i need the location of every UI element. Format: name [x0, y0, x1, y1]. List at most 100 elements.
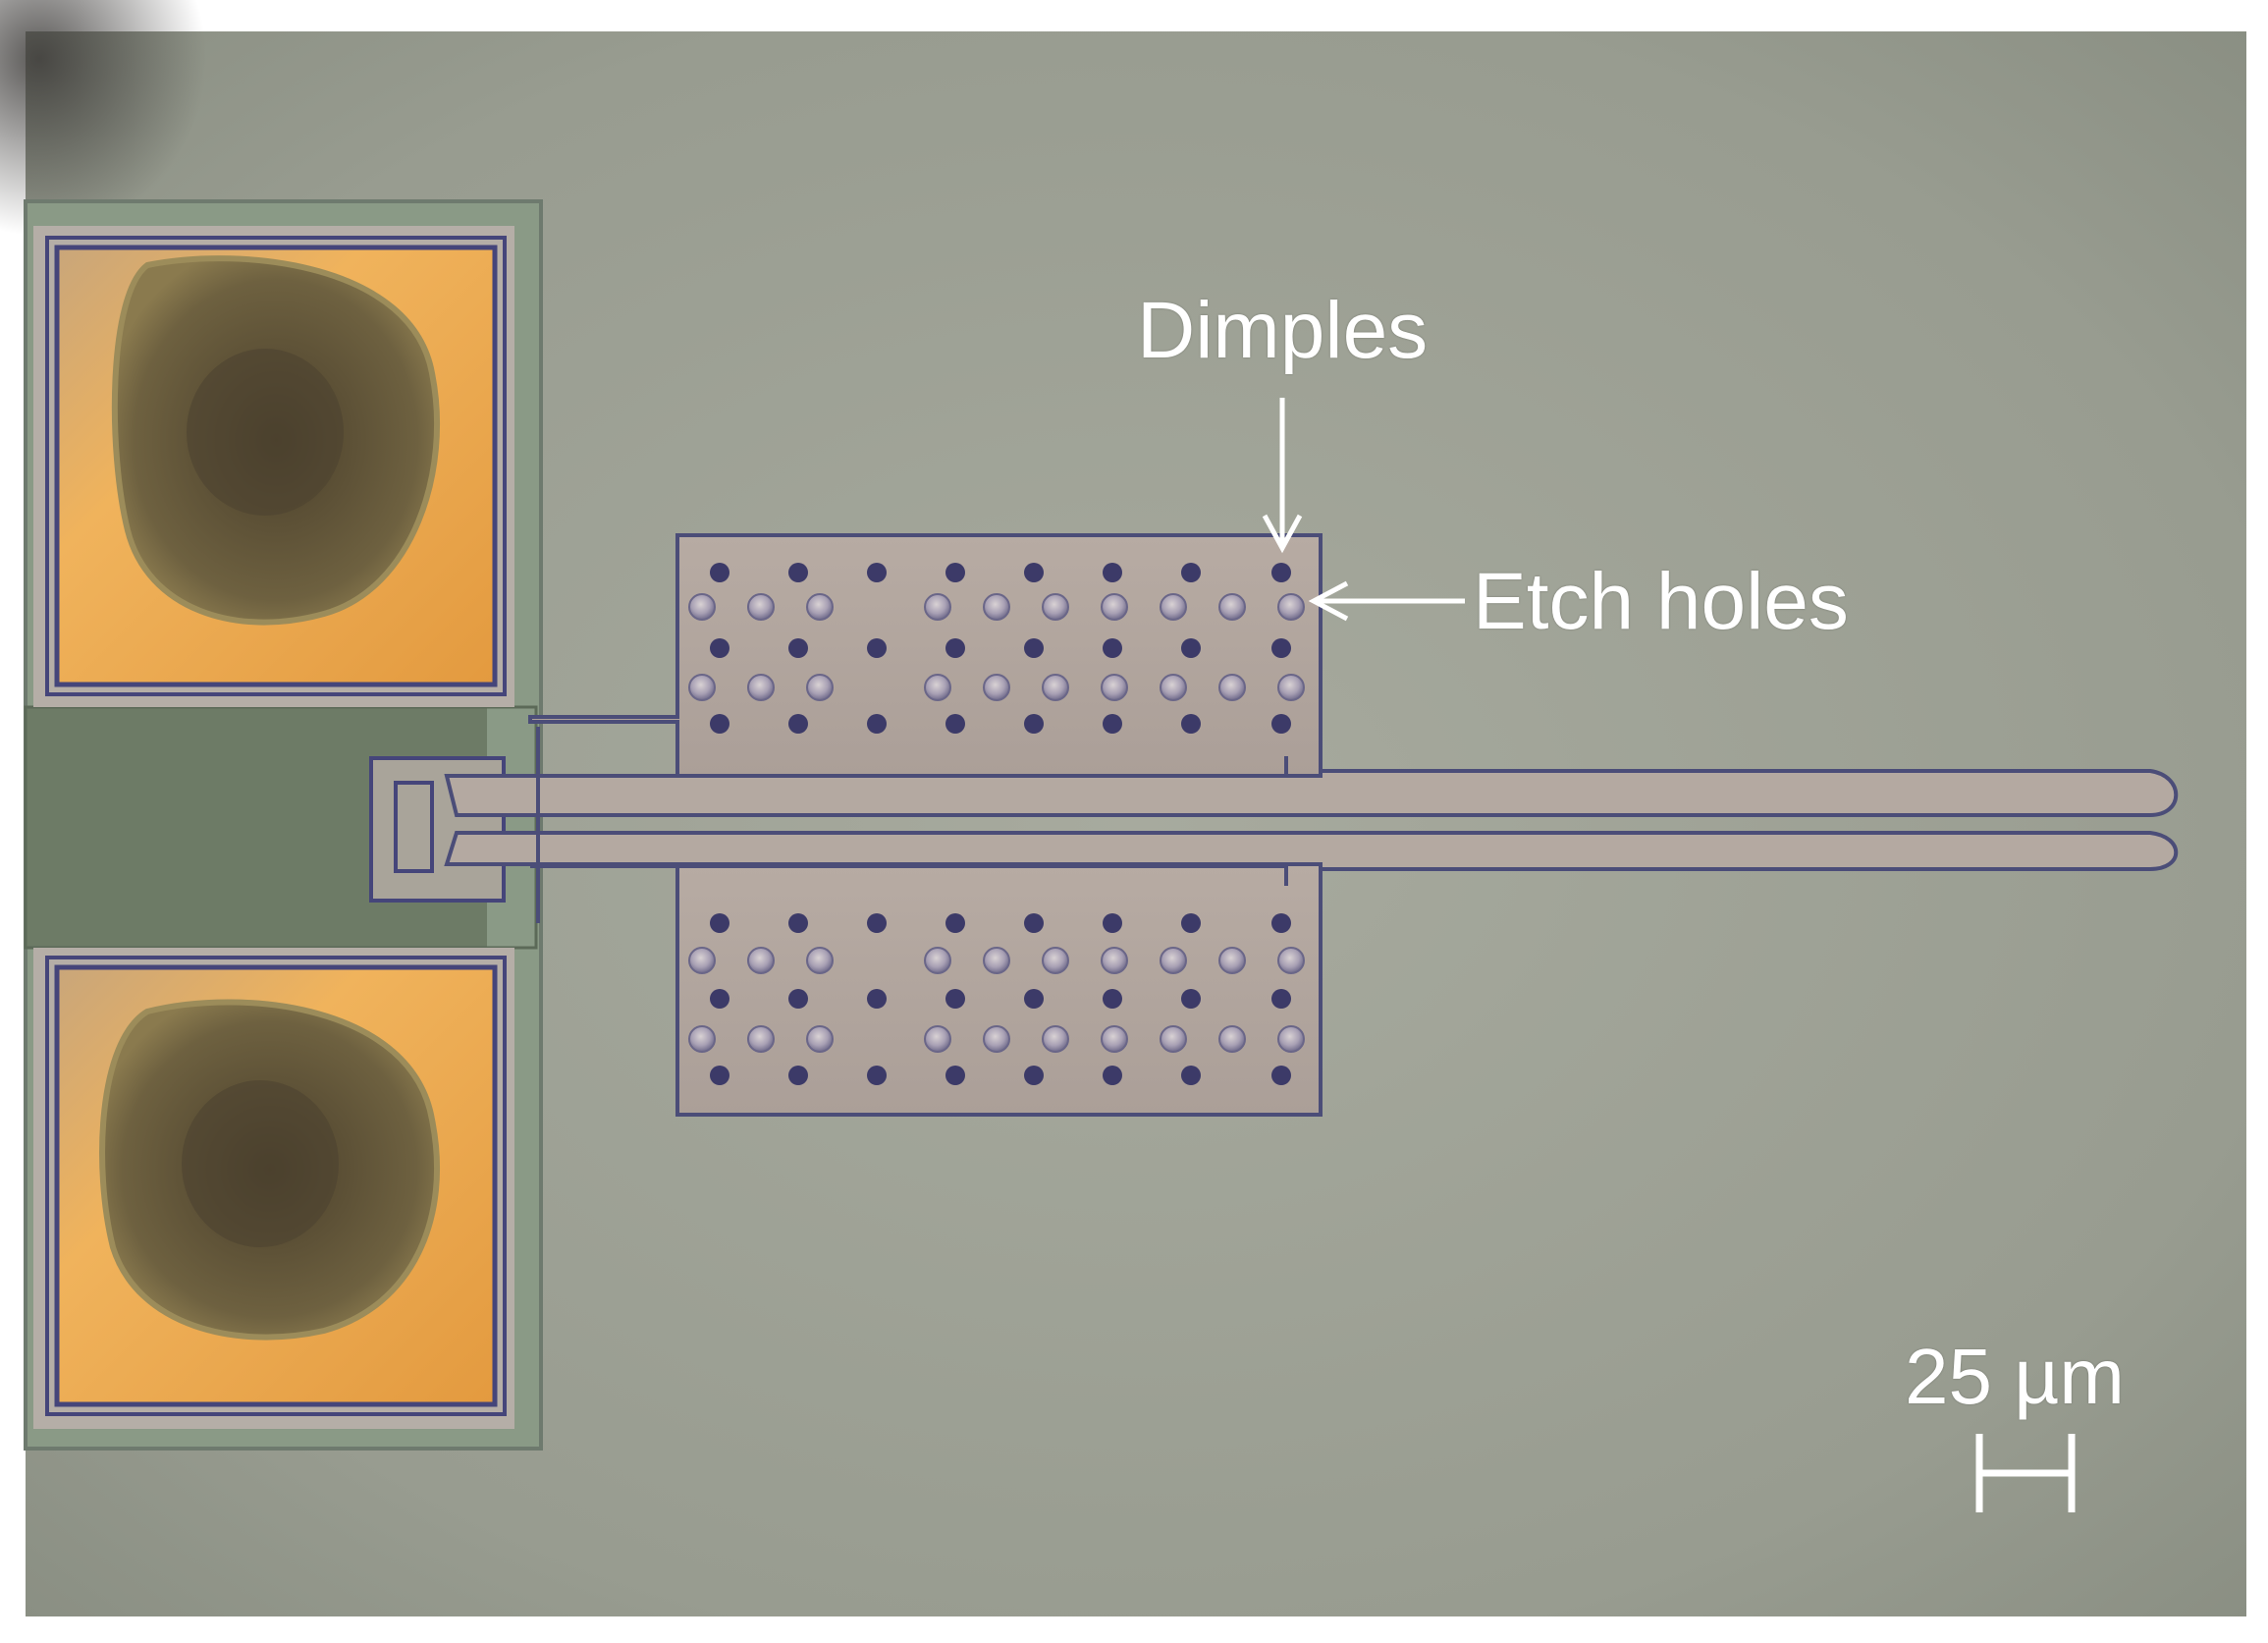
etch-hole	[1271, 638, 1291, 658]
etch-hole	[867, 714, 887, 734]
etch-hole	[1181, 989, 1201, 1009]
dimple	[747, 593, 775, 621]
dimple	[806, 593, 834, 621]
etch-hole	[867, 989, 887, 1009]
dimples-label: Dimples	[1137, 286, 1429, 375]
dimple	[1277, 947, 1305, 974]
etch-hole	[1271, 913, 1291, 933]
dimple	[1042, 593, 1069, 621]
etch-hole	[710, 638, 729, 658]
etch-hole	[788, 714, 808, 734]
etch-hole	[710, 1066, 729, 1085]
dimple	[806, 947, 834, 974]
dimple	[924, 674, 951, 701]
etch-hole	[945, 638, 965, 658]
etch-hole	[945, 1066, 965, 1085]
etch-hole	[788, 913, 808, 933]
etch-hole	[945, 989, 965, 1009]
dimples-arrow	[1262, 398, 1303, 554]
dimple	[806, 1025, 834, 1053]
etch-hole	[867, 563, 887, 582]
etch-hole	[945, 913, 965, 933]
etch-hole	[1024, 989, 1044, 1009]
dimple	[1042, 947, 1069, 974]
etch-hole	[867, 1066, 887, 1085]
dimple	[806, 674, 834, 701]
etch-hole	[1103, 1066, 1122, 1085]
etch-hole	[710, 563, 729, 582]
etch-hole	[1103, 913, 1122, 933]
dimple	[1277, 674, 1305, 701]
etch-hole	[710, 989, 729, 1009]
dimple	[1277, 593, 1305, 621]
dimple	[1218, 674, 1246, 701]
etch-hole	[945, 714, 965, 734]
etch-hole	[710, 913, 729, 933]
bottom-electrode-plate	[675, 862, 1323, 1117]
etch-hole	[1103, 638, 1122, 658]
dimple	[1042, 1025, 1069, 1053]
dimple	[1101, 1025, 1128, 1053]
scale-bar	[1975, 1434, 2076, 1512]
etch-hole	[788, 563, 808, 582]
dimple	[924, 947, 951, 974]
dimple	[983, 1025, 1010, 1053]
dimple	[1218, 947, 1246, 974]
etch-hole	[867, 638, 887, 658]
etch-hole	[1024, 638, 1044, 658]
dimple	[983, 674, 1010, 701]
etch-hole	[1181, 563, 1201, 582]
etch-hole	[1024, 563, 1044, 582]
scale-bar-label: 25 µm	[1905, 1333, 2125, 1420]
dimple	[1101, 674, 1128, 701]
dimple	[924, 593, 951, 621]
dimple	[1160, 1025, 1187, 1053]
etch-hole	[1271, 563, 1291, 582]
etch-hole	[1103, 563, 1122, 582]
dimple	[1160, 674, 1187, 701]
etch-hole	[710, 714, 729, 734]
dimple	[747, 674, 775, 701]
etch-hole	[1024, 913, 1044, 933]
etch-hole	[1181, 1066, 1201, 1085]
etch-holes-label: Etch holes	[1473, 557, 1849, 646]
dimple	[747, 1025, 775, 1053]
dimple	[688, 947, 716, 974]
etch-hole	[788, 1066, 808, 1085]
anchor-slot	[394, 781, 434, 873]
dimple	[688, 593, 716, 621]
etch-hole	[1271, 989, 1291, 1009]
dimple	[983, 593, 1010, 621]
etch-hole	[1271, 1066, 1291, 1085]
dimple	[1160, 593, 1187, 621]
dimple	[1277, 1025, 1305, 1053]
etch-hole	[1271, 714, 1291, 734]
dimple	[1218, 1025, 1246, 1053]
etch-hole	[1103, 989, 1122, 1009]
dimple	[688, 674, 716, 701]
lower-beam	[444, 831, 2179, 871]
dimple	[1101, 593, 1128, 621]
dimple	[1218, 593, 1246, 621]
dimple	[924, 1025, 951, 1053]
etch-hole	[1103, 714, 1122, 734]
etch-hole	[788, 638, 808, 658]
dimple	[983, 947, 1010, 974]
etch-holes-arrow	[1308, 580, 1465, 622]
etch-hole	[1181, 913, 1201, 933]
dimple	[1042, 674, 1069, 701]
etch-hole-array	[688, 563, 1305, 1085]
dimple	[1101, 947, 1128, 974]
etch-hole	[1181, 638, 1201, 658]
dimple	[1160, 947, 1187, 974]
etch-hole	[1181, 714, 1201, 734]
dimple	[688, 1025, 716, 1053]
etch-hole	[1024, 1066, 1044, 1085]
dimple	[747, 947, 775, 974]
etch-hole	[945, 563, 965, 582]
etch-hole	[788, 989, 808, 1009]
etch-hole	[867, 913, 887, 933]
etch-hole	[1024, 714, 1044, 734]
